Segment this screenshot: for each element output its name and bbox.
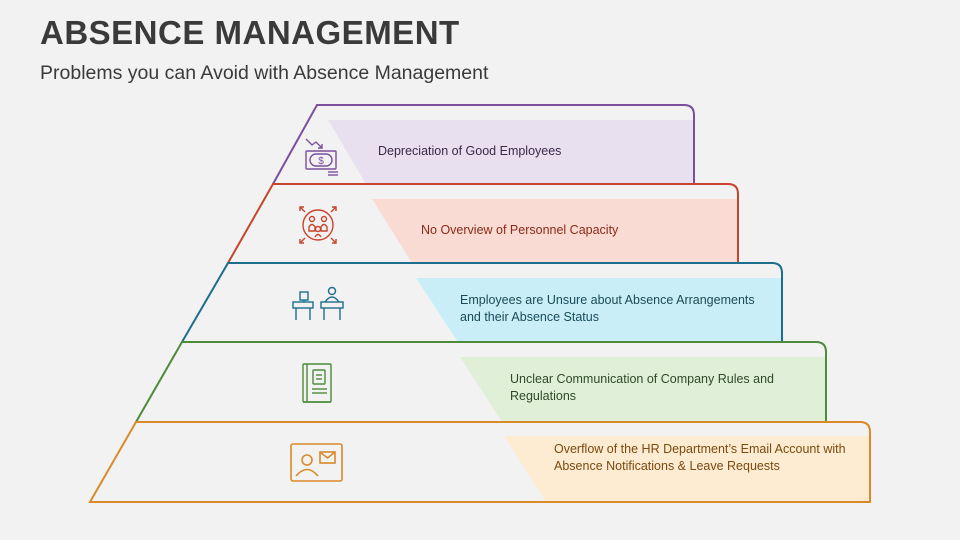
tier-3-outline xyxy=(180,262,783,343)
svg-text:$: $ xyxy=(318,156,324,167)
tier-2-fill xyxy=(372,199,738,263)
tier-3-fill xyxy=(416,278,782,342)
tier-4-label: Unclear Communication of Company Rules a… xyxy=(510,372,775,403)
tier-5 xyxy=(88,421,871,503)
tier-4 xyxy=(134,341,827,423)
tier-3 xyxy=(180,262,783,343)
tier-4-fill xyxy=(460,357,826,422)
tier-2-label: No Overview of Personnel Capacity xyxy=(421,223,619,237)
tier-3-label: Employees are Unsure about Absence Arran… xyxy=(460,293,755,324)
rulebook-icon xyxy=(302,363,332,403)
tier-1-outline xyxy=(272,104,695,185)
money-decline-icon: $ xyxy=(305,138,338,176)
tier-5-outline xyxy=(88,421,871,503)
tier-5-label: Overflow of the HR Department’s Email Ac… xyxy=(554,442,846,473)
tier-1-label: Depreciation of Good Employees xyxy=(378,144,562,158)
tier-5-fill xyxy=(504,436,870,502)
tier-1-fill xyxy=(328,120,694,184)
tier-4-outline xyxy=(134,341,827,423)
contact-card-email-icon xyxy=(290,443,343,482)
tier-2-outline xyxy=(226,183,739,264)
personnel-overview-icon xyxy=(299,206,337,244)
tier-2 xyxy=(226,183,739,264)
page-subtitle: Problems you can Avoid with Absence Mana… xyxy=(40,62,489,84)
page-title: ABSENCE MANAGEMENT xyxy=(40,14,460,51)
empty-desk-icon xyxy=(292,286,344,320)
tier-1: $ xyxy=(272,104,695,185)
